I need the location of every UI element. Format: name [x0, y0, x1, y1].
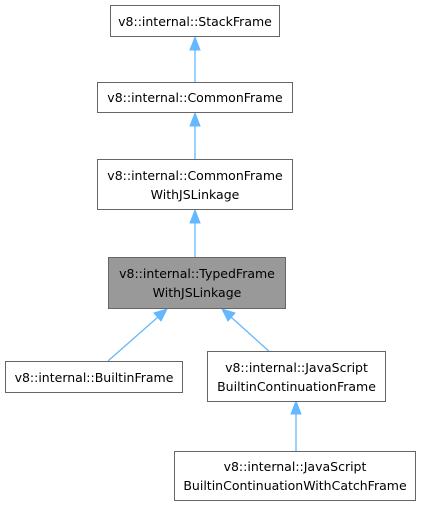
- arrowhead-stack-frame: [189, 35, 201, 51]
- node-typed-frame-with-js-linkage-line2: WithJSLinkage: [152, 285, 242, 300]
- node-js-builtin-continuation-frame-line2: BuiltinContinuationFrame: [217, 378, 376, 394]
- node-typed-frame-with-js-linkage-line1: v8::internal::TypedFrame: [119, 266, 275, 281]
- node-js-builtin-continuation-with-catch-frame-line1: v8::internal::JavaScript: [223, 459, 367, 474]
- node-builtin-frame-label: v8::internal::BuiltinFrame: [14, 369, 174, 385]
- node-js-builtin-continuation-with-catch-frame-line2: BuiltinContinuationWithCatchFrame: [183, 478, 407, 493]
- arrowhead-common-frame: [189, 111, 201, 127]
- node-common-frame-label: v8::internal::CommonFrame: [107, 90, 283, 105]
- node-common-frame-with-js-linkage-line1: v8::internal::CommonFrame: [107, 167, 283, 183]
- edge-jscontinuation-to-typedjs: [230, 316, 273, 355]
- edge-builtin-to-typedjs: [107, 316, 159, 362]
- node-js-builtin-continuation-frame[interactable]: v8::internal::JavaScript BuiltinContinua…: [207, 351, 386, 402]
- node-common-frame-with-js-linkage[interactable]: v8::internal::CommonFrame WithJSLinkage: [97, 159, 293, 210]
- node-common-frame[interactable]: v8::internal::CommonFrame: [97, 82, 293, 113]
- arrowhead-js-continuation: [290, 399, 302, 415]
- node-js-builtin-continuation-with-catch-frame[interactable]: v8::internal::JavaScript BuiltinContinua…: [174, 451, 416, 501]
- node-stack-frame-label: v8::internal::StackFrame: [118, 13, 272, 29]
- node-stack-frame[interactable]: v8::internal::StackFrame: [110, 5, 280, 37]
- arrowhead-common-frame-js: [189, 208, 201, 224]
- node-builtin-frame[interactable]: v8::internal::BuiltinFrame: [5, 361, 183, 393]
- node-js-builtin-continuation-frame-line1: v8::internal::JavaScript: [225, 359, 368, 375]
- arrowhead-typed-frame-from-continuation: [221, 308, 236, 322]
- node-typed-frame-with-js-linkage[interactable]: v8::internal::TypedFrame WithJSLinkage: [108, 257, 286, 309]
- node-common-frame-with-js-linkage-line2: WithJSLinkage: [150, 186, 240, 202]
- arrowhead-typed-frame-from-builtin: [153, 308, 168, 322]
